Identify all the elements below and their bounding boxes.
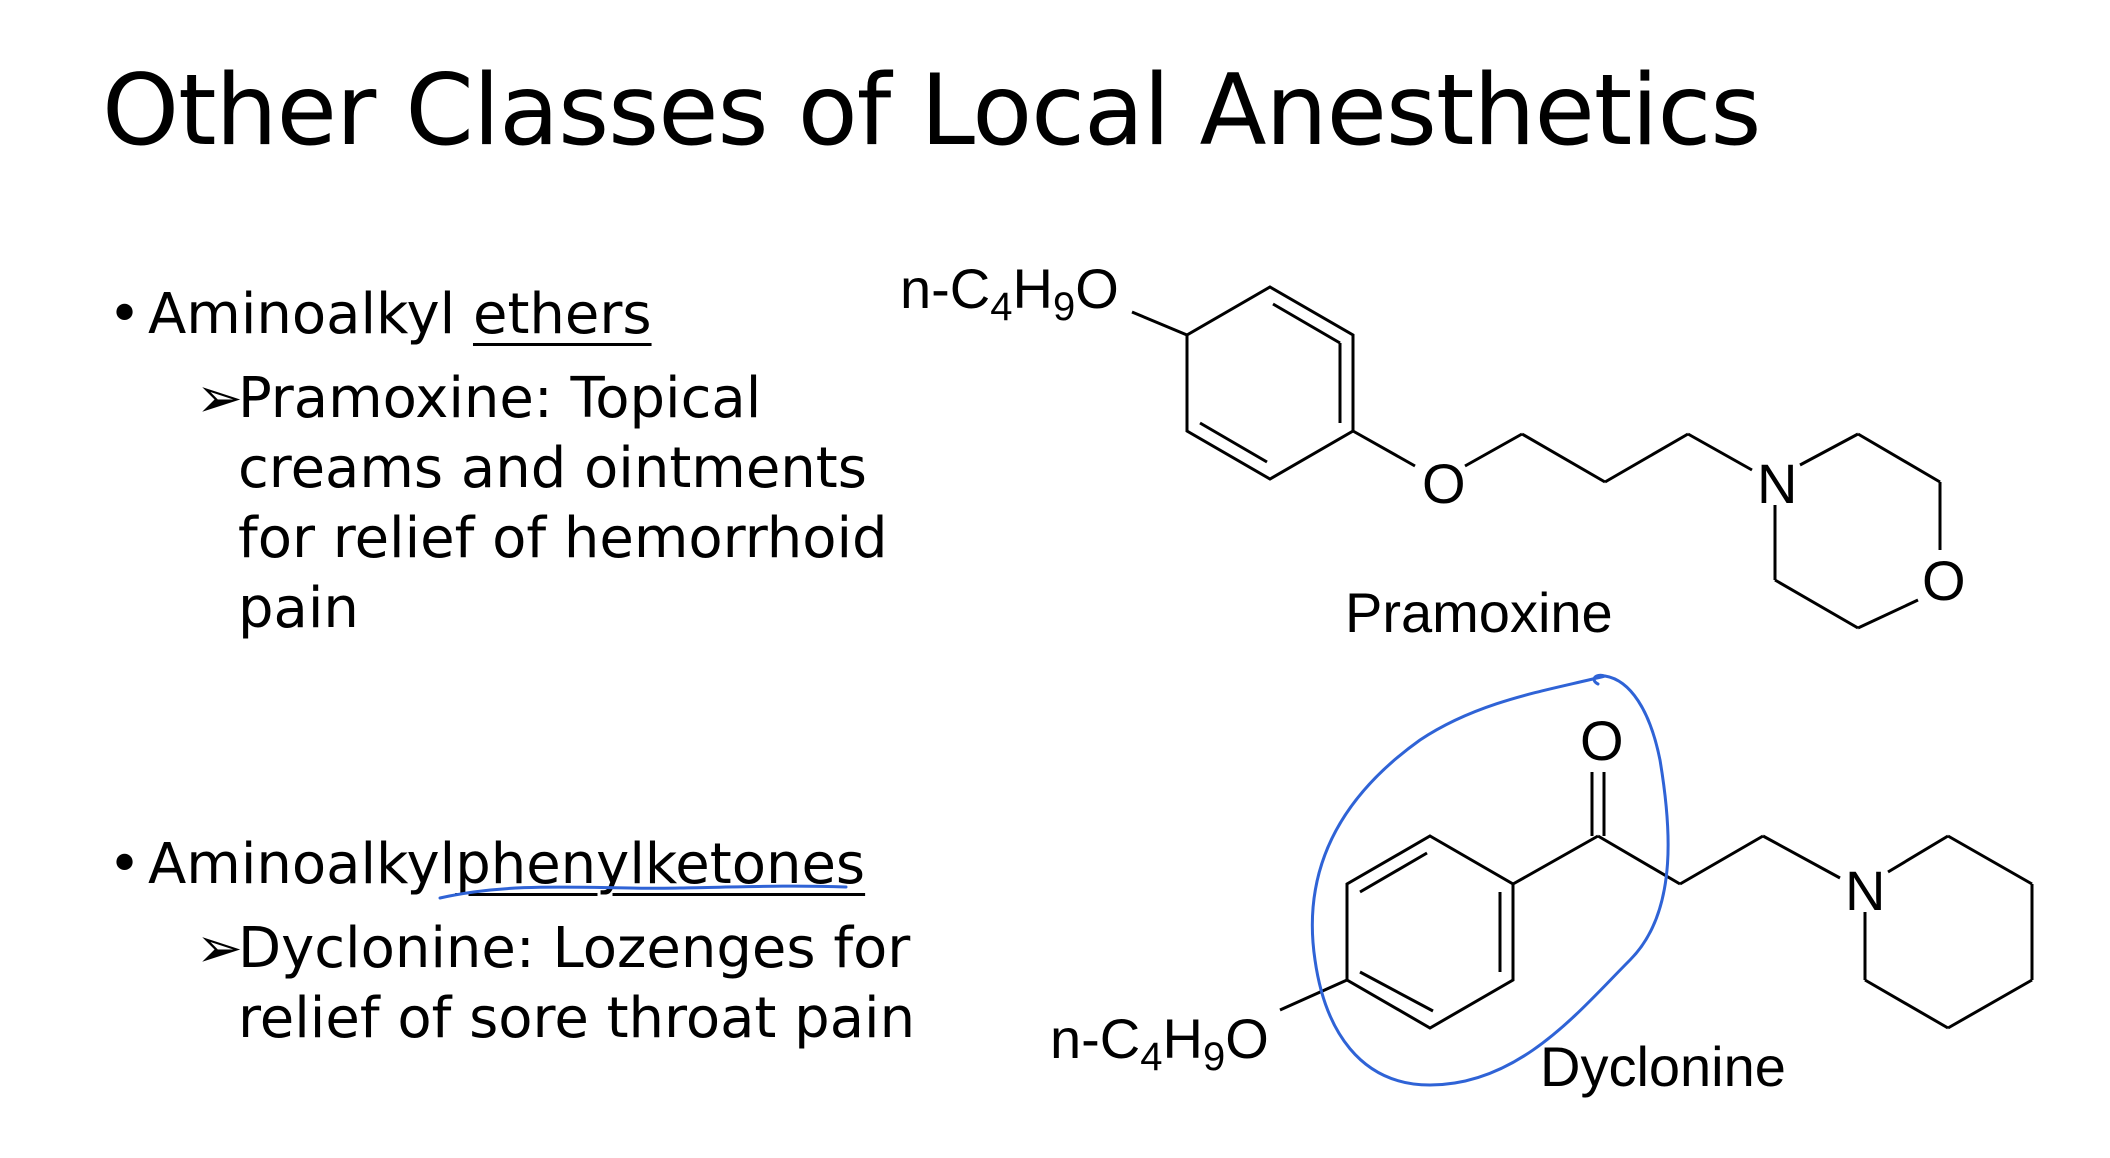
pramoxine-ether-oxygen: O <box>1422 452 1466 515</box>
dyclonine-line-1: Dyclonine: Lozenges for <box>238 916 911 981</box>
bond <box>1679 834 1764 886</box>
bond <box>1359 970 1434 1013</box>
bond <box>1887 834 1949 874</box>
bond <box>1604 432 1689 484</box>
bullet-dot: • <box>108 282 142 347</box>
dyclonine-line-2: relief of sore throat pain <box>238 986 916 1051</box>
dyclonine-labels: O N n-C4H9O Dyclonine <box>1050 709 1885 1098</box>
bond <box>1857 598 1919 630</box>
bond <box>1131 310 1188 337</box>
bullet-aminoalkyl-ethers: • Aminoalkyl ethers <box>108 282 652 347</box>
pramoxine-substituent-label: n-C4H9O <box>900 257 1119 329</box>
pramoxine-name: Pramoxine <box>1345 581 1613 644</box>
bond <box>1512 834 1599 886</box>
bond <box>1272 302 1341 345</box>
bond <box>1279 978 1348 1012</box>
dyclonine-nitrogen: N <box>1845 859 1885 922</box>
dyclonine-description: ➢ Dyclonine: Lozenges for relief of sore… <box>196 914 916 1054</box>
pramoxine-line-3: for relief of hemorrhoid <box>238 506 888 571</box>
bond <box>1687 432 1753 472</box>
pramoxine-line-4: pain <box>238 576 359 641</box>
bullet2-prefix: Aminoalkyl <box>148 832 456 897</box>
pramoxine-benzene-ring <box>1185 285 1355 481</box>
pramoxine-nitrogen: N <box>1757 452 1797 515</box>
bullet1-prefix: Aminoalkyl <box>148 282 473 347</box>
pramoxine-description: ➢ Pramoxine: Topical creams and ointment… <box>196 364 888 644</box>
bullet-aminoalkylphenylketones: • Aminoalkylphenylketones <box>108 832 865 897</box>
bond <box>1799 432 1859 467</box>
dyclonine-carbonyl-oxygen: O <box>1580 709 1624 772</box>
bond <box>1352 429 1416 468</box>
bond <box>1857 432 1941 484</box>
bond <box>1359 851 1428 894</box>
bond <box>1521 432 1606 484</box>
annotation-underline <box>438 884 848 900</box>
bullet-dot: • <box>108 832 142 897</box>
bond <box>1762 834 1841 880</box>
pramoxine-line-2: creams and ointments <box>238 436 867 501</box>
handwritten-annotations <box>438 673 1670 1087</box>
bond <box>1864 978 1949 1030</box>
slide-title: Other Classes of Local Anesthetics <box>102 54 1761 168</box>
bond <box>1199 421 1268 464</box>
dyclonine-benzene-ring <box>1345 834 1515 1030</box>
dyclonine-substituent-label: n-C4H9O <box>1050 1007 1269 1079</box>
pramoxine-labels: n-C4H9O O N O Pramoxine <box>900 257 1966 644</box>
pramoxine-ring-oxygen: O <box>1922 549 1966 612</box>
bond <box>1774 578 1859 630</box>
bond <box>1947 834 2033 886</box>
bullet1-underlined: ethers <box>472 282 652 347</box>
arrow-bullet-icon: ➢ <box>196 366 243 431</box>
arrow-bullet-icon: ➢ <box>196 916 243 981</box>
pramoxine-line-1: Pramoxine: Topical <box>238 366 762 431</box>
bond <box>1464 432 1523 468</box>
annotation-circle <box>1310 673 1670 1087</box>
bond <box>1947 978 2033 1030</box>
pramoxine-structure <box>1131 285 1942 630</box>
dyclonine-structure <box>1279 772 2034 1030</box>
dyclonine-name: Dyclonine <box>1540 1035 1786 1098</box>
